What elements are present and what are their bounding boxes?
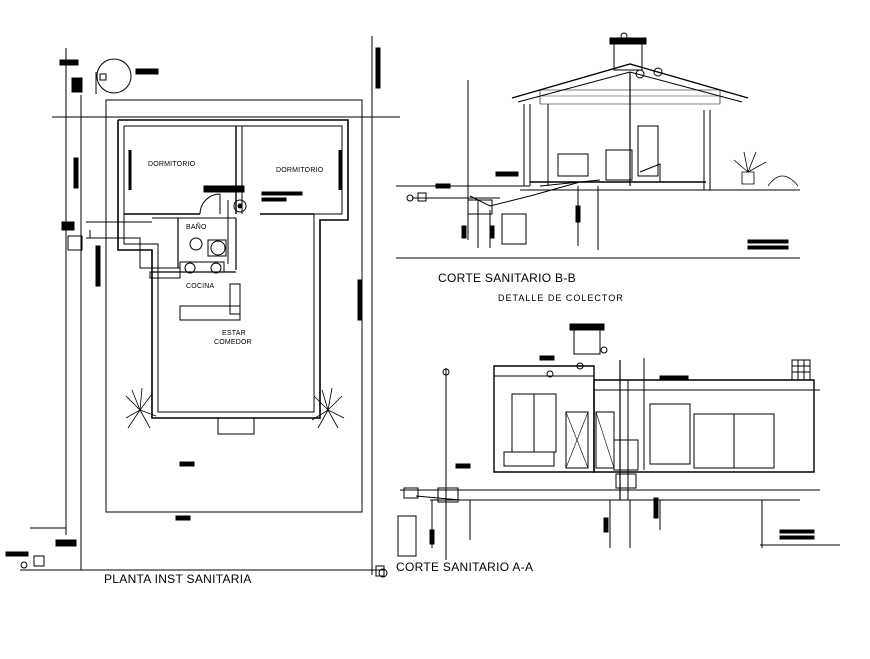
plant-icon — [126, 388, 156, 428]
floor-plan — [6, 36, 400, 577]
aa-building-right — [594, 380, 814, 472]
section-aa — [398, 324, 840, 560]
collector-detail-title: DETALLE DE COLECTOR — [498, 293, 624, 303]
room-label-dormitorio-left: DORMITORIO — [148, 161, 196, 168]
water-tank — [574, 330, 600, 354]
room-label-bano: BAÑO — [186, 224, 207, 231]
plant-icon — [312, 388, 344, 428]
room-label-comedor: COMEDOR — [214, 339, 252, 346]
plant-icon — [734, 152, 766, 184]
room-label-dormitorio-right: DORMITORIO — [276, 167, 324, 174]
room-label-cocina: COCINA — [186, 283, 215, 290]
section-aa-title: CORTE SANITARIO A-A — [396, 560, 534, 574]
plan-title: PLANTA INST SANITARIA — [104, 572, 252, 586]
section-bb-title: CORTE SANITARIO B-B — [438, 271, 576, 285]
aa-building-left — [494, 366, 594, 472]
axis-bubble — [97, 59, 131, 93]
room-label-estar: ESTAR — [222, 330, 246, 337]
section-bb — [396, 33, 800, 258]
